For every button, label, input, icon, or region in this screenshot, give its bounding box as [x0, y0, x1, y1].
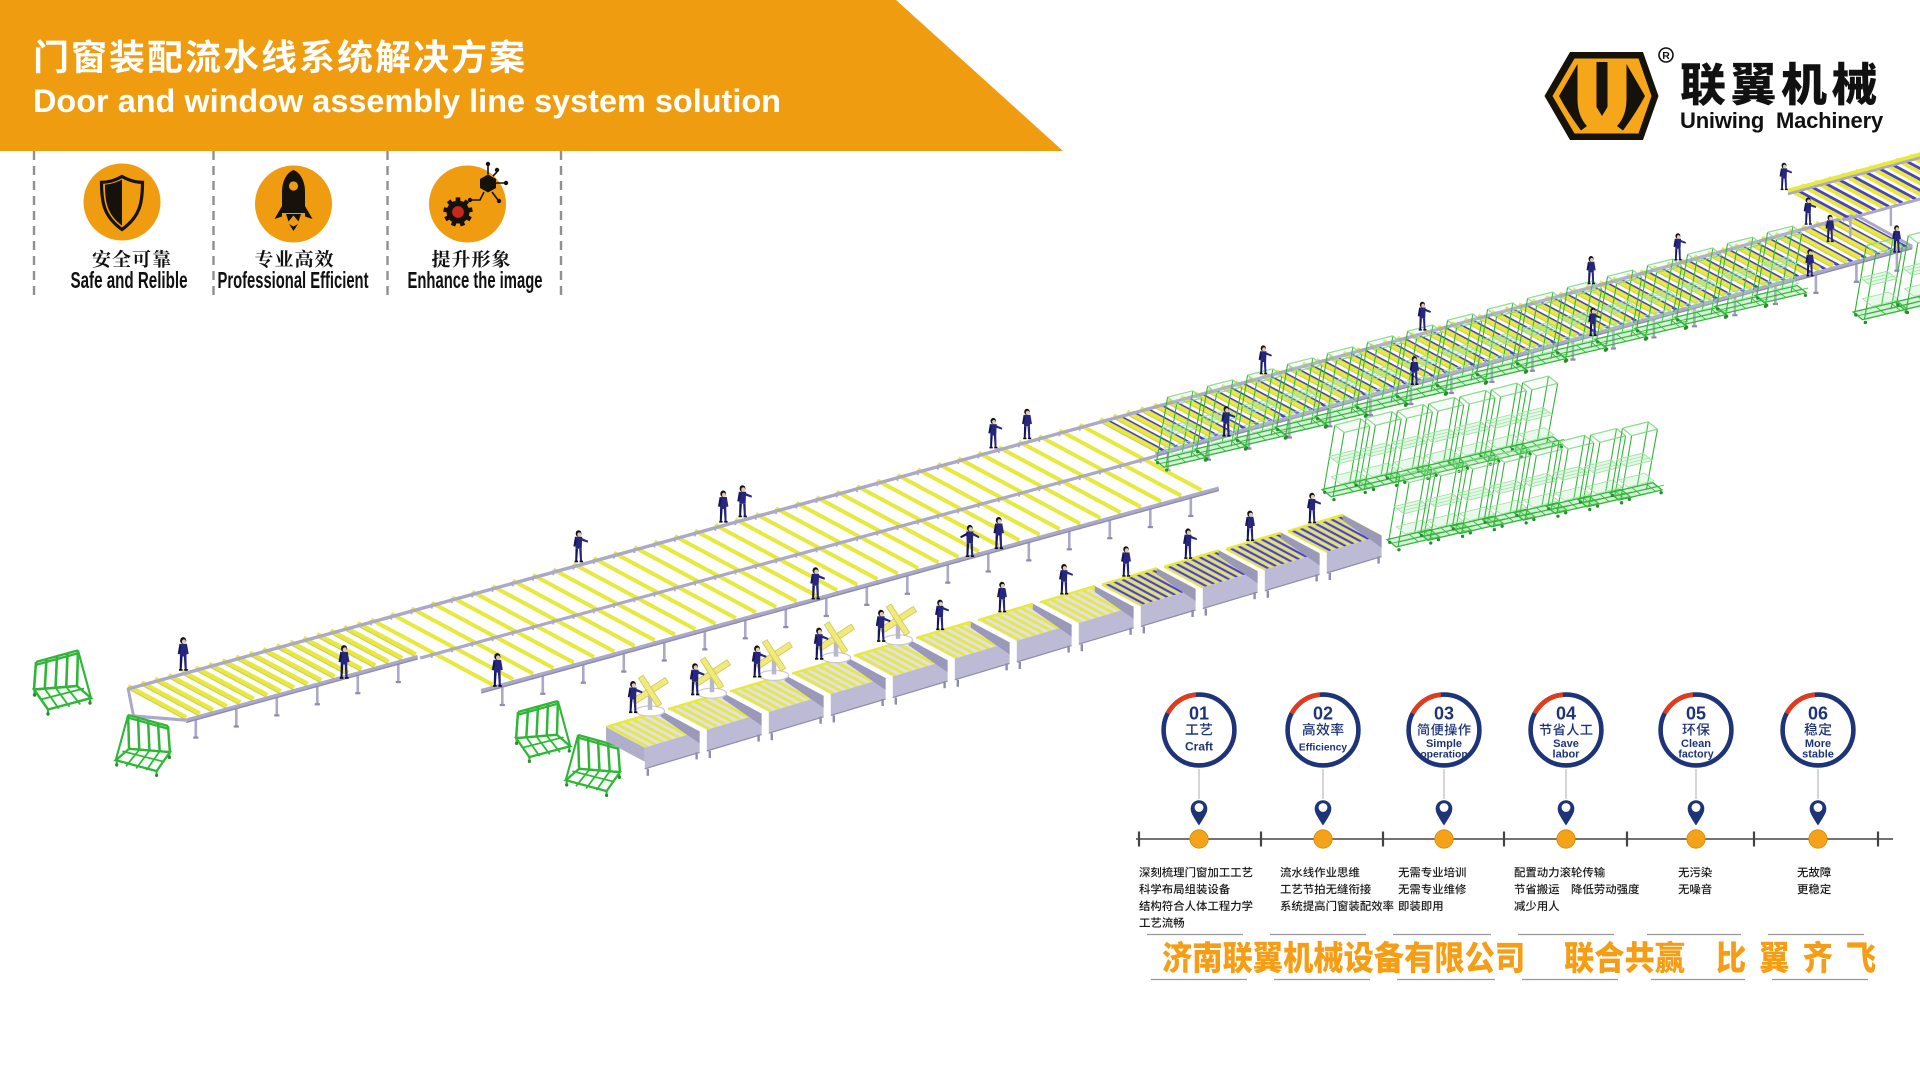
svg-text:05: 05 — [1686, 704, 1706, 724]
svg-text:factory: factory — [1678, 749, 1713, 761]
svg-text:Efficiency: Efficiency — [1299, 743, 1347, 754]
svg-text:02: 02 — [1313, 704, 1333, 724]
svg-text:Craft: Craft — [1185, 740, 1213, 754]
svg-text:Uniwing Machinery: Uniwing Machinery — [1680, 108, 1884, 133]
svg-text:Save: Save — [1553, 738, 1579, 750]
svg-text:stable: stable — [1802, 749, 1834, 761]
svg-text:Enhance the image: Enhance the image — [408, 267, 543, 293]
svg-text:Safe and Relible: Safe and Relible — [71, 267, 188, 293]
svg-text:operation: operation — [1420, 750, 1467, 761]
svg-text:03: 03 — [1434, 704, 1454, 724]
svg-text:01: 01 — [1189, 704, 1209, 724]
svg-text:Professional Efficient: Professional Efficient — [218, 267, 369, 293]
svg-text:Clean: Clean — [1681, 738, 1711, 750]
svg-text:More: More — [1805, 738, 1831, 750]
svg-text:labor: labor — [1553, 749, 1581, 761]
svg-text:Simple: Simple — [1426, 738, 1462, 750]
svg-text:Door and window assembly line: Door and window assembly line system sol… — [33, 83, 781, 119]
svg-text:04: 04 — [1556, 704, 1576, 724]
svg-text:06: 06 — [1808, 704, 1828, 724]
svg-text:R: R — [1662, 50, 1670, 62]
